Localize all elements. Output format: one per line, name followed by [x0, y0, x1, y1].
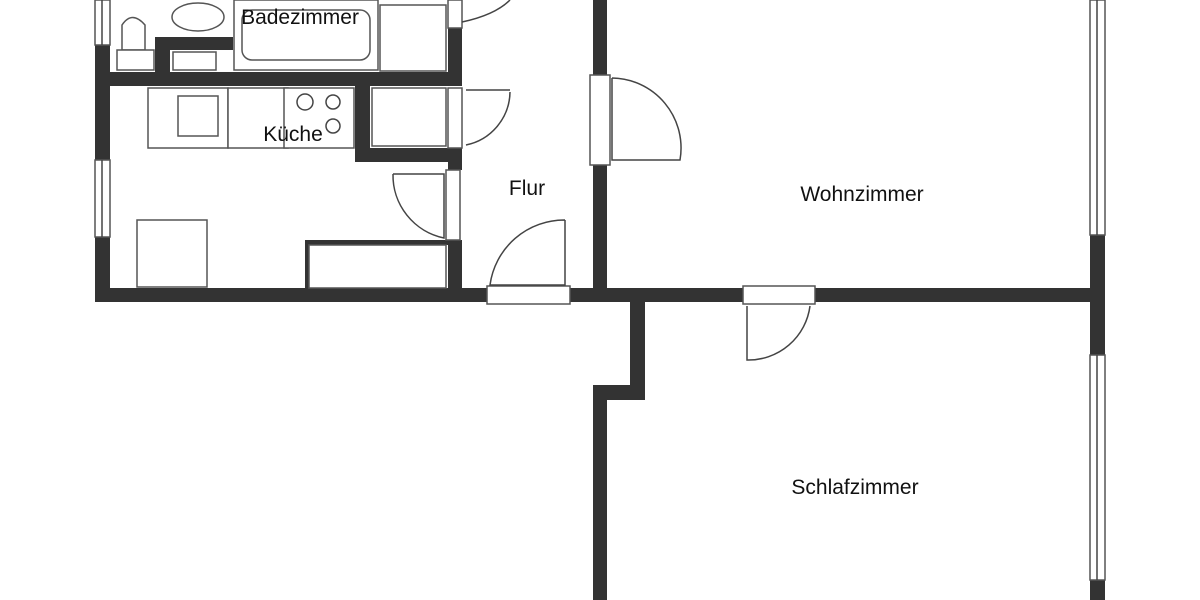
washing-machine	[379, 4, 447, 72]
label-hallway: Flur	[509, 177, 545, 200]
label-living-room: Wohnzimmer	[800, 183, 923, 206]
room-labels: Badezimmer Küche Flur Wohnzimmer Schlafz…	[241, 6, 924, 499]
sink-icon	[171, 2, 225, 32]
fixtures	[116, 0, 447, 289]
fridge-icon	[136, 219, 208, 288]
toilet-icon	[121, 16, 146, 51]
label-bathroom: Badezimmer	[241, 6, 359, 29]
toilet-tank	[116, 49, 155, 71]
kitchen-counter	[227, 87, 289, 149]
walls	[95, 0, 1105, 600]
label-kitchen: Küche	[263, 123, 323, 146]
doors[interactable]	[392, 0, 816, 361]
cabinet	[308, 244, 447, 289]
windows	[94, 0, 1106, 581]
label-bedroom: Schlafzimmer	[791, 476, 918, 499]
stove-icon	[283, 87, 355, 149]
